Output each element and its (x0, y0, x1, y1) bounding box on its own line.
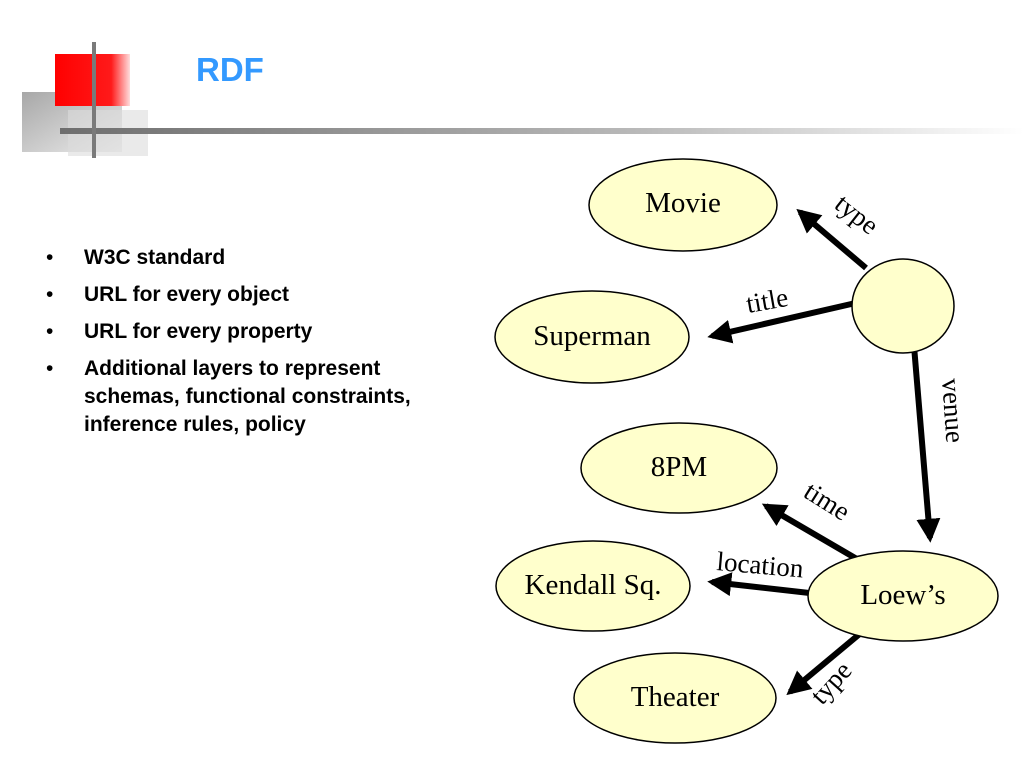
node-kendall-sq: Kendall Sq. (495, 540, 691, 632)
bullet-text-continued: inference rules, policy (84, 413, 306, 436)
edge-label-title: title (744, 282, 791, 319)
bullet-list: • W3C standard • URL for every object • URL… (44, 244, 484, 448)
node-showing (851, 258, 955, 354)
node-movie: Movie (588, 158, 778, 252)
edge-type-theater (786, 629, 864, 696)
bullet-dot: • (46, 357, 54, 380)
node-label-superman: Superman (533, 320, 651, 352)
node-theater: Theater (573, 652, 777, 744)
header-decoration (22, 42, 1024, 158)
edge-label-time: time (799, 476, 856, 527)
edge-label-type-movie: type (829, 188, 884, 240)
bullet-item: • URL for every object (44, 281, 484, 309)
bullet-text: Additional layers to represent (84, 357, 381, 380)
slide-title: RDF (196, 51, 264, 88)
bullet-dot: • (46, 283, 54, 306)
node-8pm: 8PM (580, 422, 778, 514)
node-superman: Superman (494, 290, 690, 384)
edge-venue (911, 345, 941, 543)
edge-label-venue: venue (936, 377, 970, 443)
bullet-text: URL for every object (84, 283, 290, 306)
bullet-dot: • (46, 320, 54, 343)
header-rule (60, 128, 1024, 134)
edge-title (707, 299, 861, 344)
bullet-text: W3C standard (84, 246, 226, 269)
bullet-text-continued: schemas, functional constraints, (84, 385, 411, 408)
node-loews: Loew’s (807, 550, 999, 642)
node-label-theater: Theater (631, 681, 720, 713)
bullet-item: • URL for every property (44, 318, 484, 346)
bullet-text: URL for every property (84, 320, 313, 343)
node-label-kendall-sq: Kendall Sq. (525, 569, 662, 601)
bullet-item: • Additional layers to represent schemas, … (44, 355, 484, 439)
edge-time (761, 503, 864, 565)
node-label-movie: Movie (645, 187, 721, 219)
edge-label-type-theater: type (804, 655, 857, 710)
bullet-item: • W3C standard (44, 244, 484, 272)
edge-type-movie (796, 208, 868, 271)
bullet-dot: • (46, 246, 54, 269)
node-label-loews: Loew’s (860, 579, 945, 611)
node-label-8pm: 8PM (651, 451, 707, 483)
vertical-rule (92, 42, 96, 158)
edge-label-location: location (715, 546, 805, 584)
